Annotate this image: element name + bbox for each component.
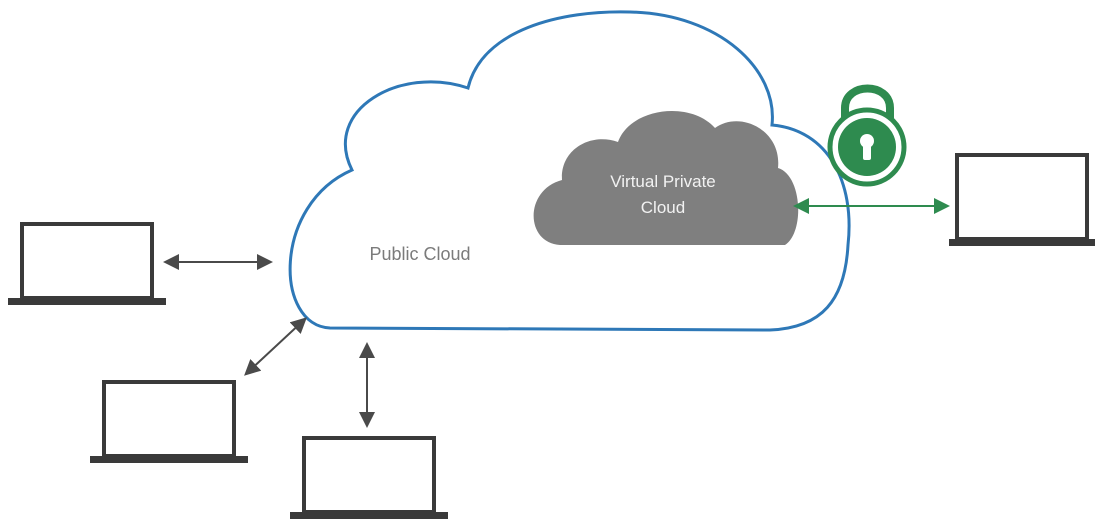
laptop-icon: [290, 436, 448, 519]
laptop-icon: [949, 153, 1095, 246]
private-cloud-label-line2: Cloud: [641, 198, 685, 217]
private-cloud-shape: [533, 111, 799, 245]
public-cloud-label: Public Cloud: [369, 244, 470, 264]
laptop-icon: [90, 380, 248, 463]
padlock-icon: [827, 84, 907, 187]
private-cloud-label-line1: Virtual Private: [610, 172, 716, 191]
laptop-icon: [8, 222, 166, 305]
public-link-arrow-diagonal: [244, 317, 307, 376]
